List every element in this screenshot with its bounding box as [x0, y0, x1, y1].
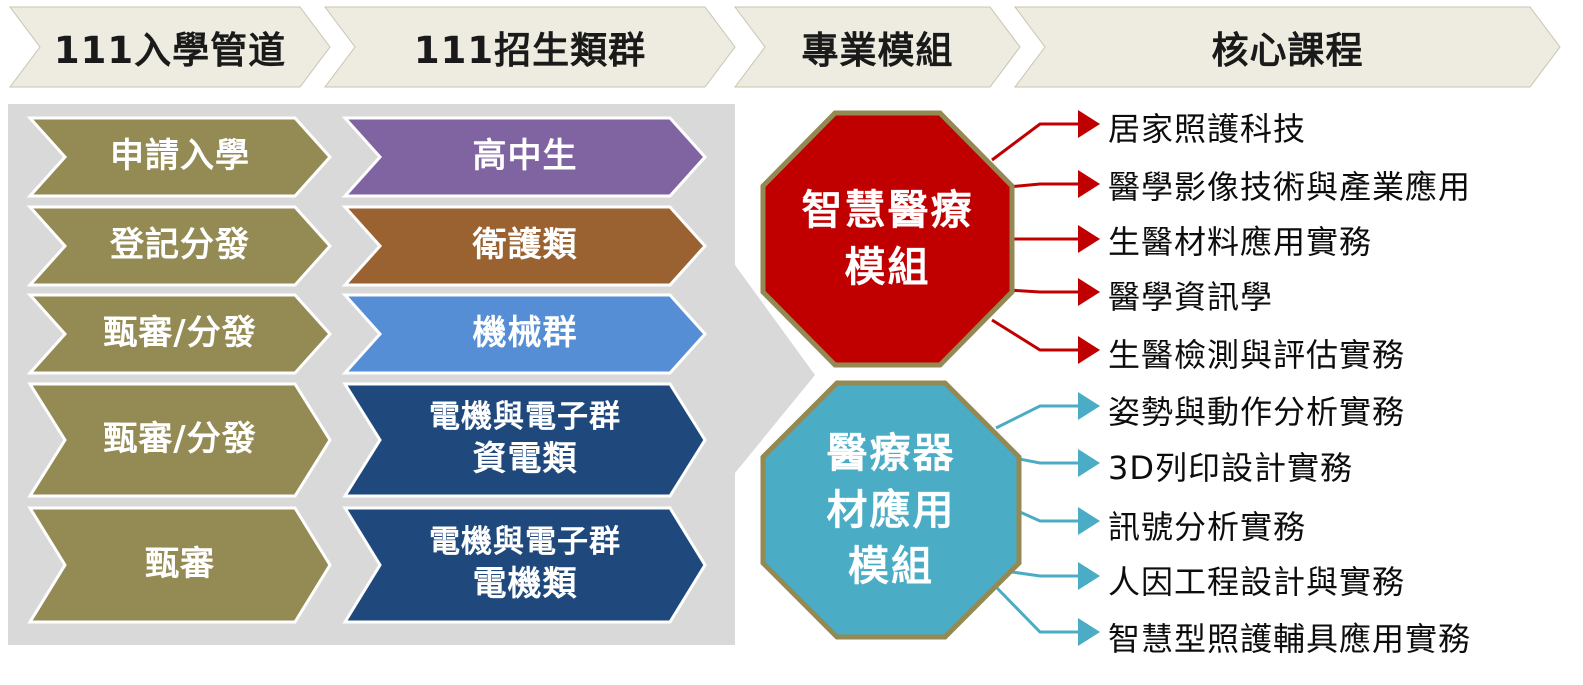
pathway-chevron: 甄審/分發	[27, 382, 332, 498]
course-label: 訊號分析實務	[1108, 508, 1307, 546]
course-label: 生醫材料應用實務	[1108, 223, 1373, 261]
group-chevron-electrical: 電機與電子群 電機類	[342, 506, 707, 624]
group-chevron-nursing: 衛護類	[341, 205, 708, 287]
course-label: 醫學影像技術與產業應用	[1108, 168, 1472, 206]
group-label: 機械群	[472, 313, 578, 354]
pathway-label: 登記分發	[110, 225, 250, 266]
header-label: 專業模組	[801, 29, 954, 72]
header-label: 111入學管道	[53, 29, 287, 72]
arrowhead-icon	[1078, 618, 1100, 646]
arrowhead-icon	[1078, 278, 1100, 306]
header-recruitment-group: 111招生類群	[324, 6, 736, 88]
connectors-medical-device	[995, 392, 1100, 646]
group-label: 衛護類	[472, 225, 578, 266]
pathway-label: 甄審/分發	[103, 419, 257, 460]
pathway-label: 甄審/分發	[103, 313, 257, 354]
course-label: 居家照護科技	[1108, 110, 1307, 148]
module-smart-medical: 智慧醫療 模組	[760, 110, 1015, 368]
group-label: 高中生	[472, 136, 578, 177]
arrowhead-icon	[1078, 225, 1100, 253]
arrowhead-icon	[1078, 507, 1100, 535]
group-label-line1: 電機與電子群	[429, 399, 621, 436]
module-label-line1: 醫療器	[826, 429, 956, 478]
header-label: 核心課程	[1211, 29, 1364, 72]
course-label: 人因工程設計與實務	[1108, 563, 1406, 601]
arrowhead-icon	[1078, 110, 1100, 138]
module-label-line3: 模組	[848, 542, 934, 591]
header-core-courses: 核心課程	[1014, 6, 1561, 88]
module-label-line2: 材應用	[826, 485, 956, 534]
header-professional-module: 專業模組	[734, 6, 1021, 88]
header-enrollment-pathway: 111入學管道	[9, 6, 331, 88]
group-label-line2: 資電類	[472, 439, 578, 480]
group-chevron-electronics-info: 電機與電子群 資電類	[342, 382, 707, 498]
pathway-chevron: 申請入學	[26, 116, 333, 198]
arrowhead-icon	[1078, 449, 1100, 477]
course-label: 醫學資訊學	[1108, 278, 1274, 316]
course-label: 生醫檢測與評估實務	[1108, 336, 1406, 374]
group-label-line2: 電機類	[472, 564, 578, 605]
connectors-smart-medical	[991, 110, 1100, 364]
pathway-label: 申請入學	[110, 136, 250, 177]
pathway-chevron: 甄審/分發	[26, 293, 333, 375]
arrowhead-icon	[1078, 170, 1100, 198]
group-label-line1: 電機與電子群	[429, 524, 621, 561]
course-label: 3D列印設計實務	[1108, 449, 1354, 487]
group-chevron-mechanical: 機械群	[341, 293, 708, 375]
pathway-label: 甄審	[145, 544, 215, 585]
arrowhead-icon	[1078, 392, 1100, 420]
pathway-chevron: 登記分發	[26, 205, 333, 287]
module-label-line2: 模組	[844, 243, 931, 291]
module-medical-device: 醫療器 材應用 模組	[760, 380, 1022, 640]
course-label: 姿勢與動作分析實務	[1108, 393, 1406, 431]
group-chevron-high-school: 高中生	[341, 116, 708, 198]
pathway-chevron: 甄審	[27, 506, 332, 624]
course-label: 智慧型照護輔具應用實務	[1108, 620, 1472, 658]
arrowhead-icon	[1078, 336, 1100, 364]
arrowhead-icon	[1078, 562, 1100, 590]
header-label: 111招生類群	[413, 29, 647, 72]
module-label-line1: 智慧醫療	[801, 186, 974, 235]
